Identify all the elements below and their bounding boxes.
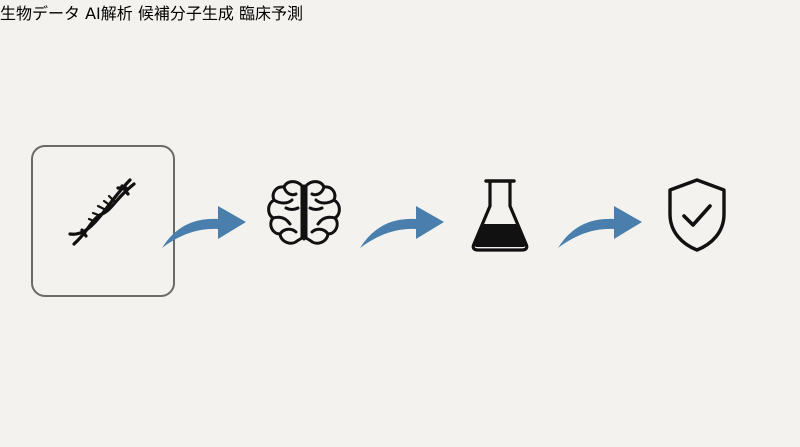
arrow-3 xyxy=(558,206,642,248)
step-label-ai-analysis: AI解析 xyxy=(85,4,133,23)
arrow-1 xyxy=(162,206,246,248)
flask-icon xyxy=(471,179,529,252)
step-label-candidate-generation: 候補分子生成 xyxy=(137,4,234,23)
arrow-2 xyxy=(360,206,444,248)
dna-icon xyxy=(68,178,136,246)
shield-check-icon xyxy=(668,178,726,252)
selected-step-frame xyxy=(31,145,175,297)
step-label-clinical-prediction: 臨床予測 xyxy=(238,4,303,23)
step-label-bio-data: 生物データ xyxy=(0,4,81,23)
brain-icon xyxy=(267,180,341,245)
